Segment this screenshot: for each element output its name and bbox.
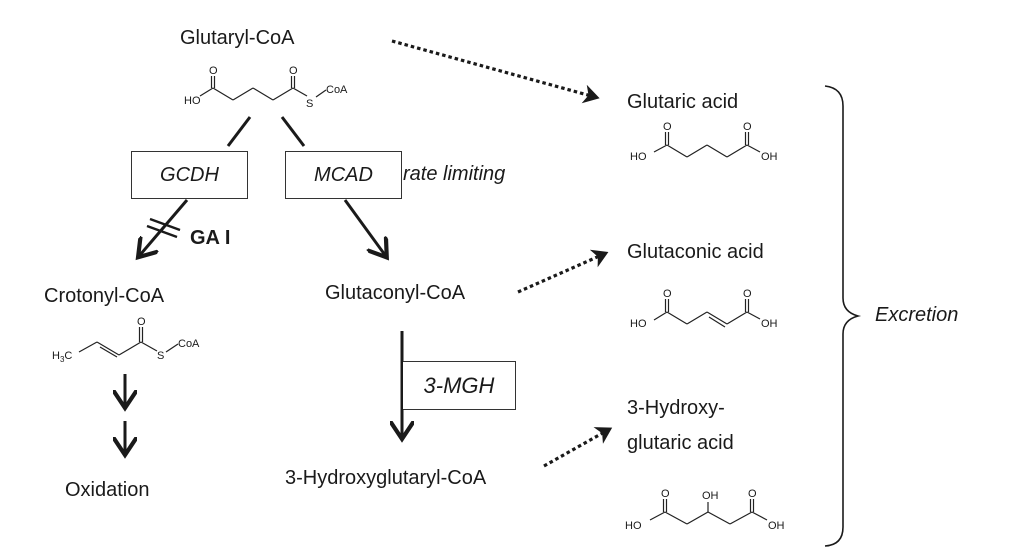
glutaconic-acid-structure [653, 299, 761, 328]
dotted-arrow-to-glutaric-acid [391, 39, 600, 104]
enzyme-box-3mgh: 3-MGH [403, 361, 516, 410]
hydroxyglutaryl-coa-label: 3-Hydroxyglutaryl-CoA [285, 467, 487, 489]
oxidation-label: Oxidation [65, 479, 150, 501]
hydroxyglutaric-acid-label-line1: 3-Hydroxy- [627, 397, 725, 419]
crotonyl-coa-label: Crotonyl-CoA [44, 285, 165, 307]
glutaconic-acid-label: Glutaconic acid [627, 241, 764, 263]
hydroxyglutaric-acid-structure [649, 499, 768, 525]
arrow-to-mcad [280, 116, 306, 147]
enzyme-label-mcad: MCAD [314, 163, 373, 186]
glutaconyl-coa-label: Glutaconyl-CoA [325, 282, 466, 304]
block-mark-2 [146, 224, 178, 239]
glutaryl-coa-label: Glutaryl-CoA [180, 27, 295, 49]
block-mark-1 [149, 217, 181, 232]
glutaric-acid-structure [653, 132, 761, 158]
dotted-arrow-to-glutaconic-acid [517, 249, 609, 294]
glutaric-acid-label: Glutaric acid [627, 91, 739, 113]
excretion-label: Excretion [875, 304, 959, 326]
rate-limiting-annotation: rate limiting [403, 163, 506, 185]
arrow-mcad-to-glutaconyl [343, 199, 385, 255]
excretion-brace [824, 85, 862, 547]
glutaryl-coa-structure [199, 76, 327, 101]
enzyme-box-mcad: MCAD [285, 151, 402, 199]
dotted-arrow-to-hydroxyglutaric-acid [543, 427, 613, 468]
enzyme-box-gcdh: GCDH [131, 151, 248, 199]
crotonyl-coa-structure [78, 327, 179, 358]
ga1-block-label: GA I [190, 227, 231, 249]
hydroxyglutaric-acid-label-line2: glutaric acid [627, 432, 734, 454]
enzyme-label-3mgh: 3-MGH [423, 372, 495, 398]
arrow-to-gcdh [226, 116, 252, 147]
arrow-gcdh-to-crotonyl [140, 199, 189, 255]
enzyme-label-gcdh: GCDH [160, 163, 219, 186]
